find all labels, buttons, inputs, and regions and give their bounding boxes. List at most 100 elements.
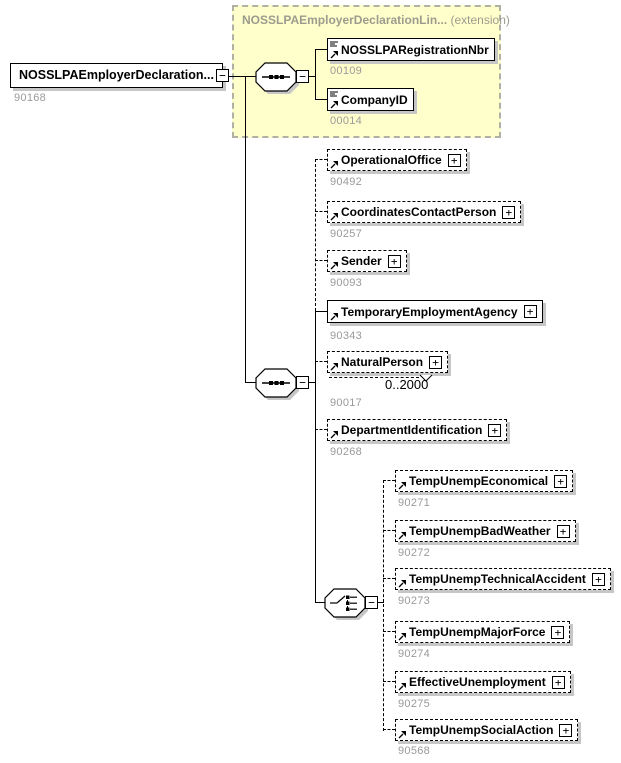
connector-line-dashed [383,530,395,531]
expand-icon[interactable]: + [556,524,570,538]
element-id: 90275 [398,698,431,710]
connector-line-dashed [383,631,395,632]
element-sender[interactable]: Sender + [327,250,407,272]
element-id: 90568 [398,745,431,757]
element-arrow-icon [330,430,339,439]
multiplicity-notch-icon [419,374,433,383]
element-label: TempUnempBadWeather [409,524,551,538]
expand-icon[interactable]: + [429,355,443,369]
element-label: CoordinatesContactPerson [341,205,497,219]
element-label: NOSSLPAEmployerDeclaration... [19,68,214,83]
connector-line-dashed [315,159,327,160]
element-id: 90168 [14,92,47,104]
element-naturalperson[interactable]: NaturalPerson + [327,351,449,373]
element-arrow-icon [330,50,339,59]
element-id: 90492 [330,176,363,188]
element-arrow-icon [398,531,407,540]
connector-line [212,76,256,77]
element-operationaloffice[interactable]: OperationalOffice + [327,149,467,171]
sequence-connector[interactable] [255,368,301,402]
connector-line [315,49,327,50]
element-arrow-icon [398,730,407,739]
choice-connector[interactable] [324,588,370,622]
connector-line-dashed [383,480,384,731]
expand-icon[interactable]: + [502,205,516,219]
expand-icon[interactable]: + [559,723,573,737]
expand-icon[interactable]: + [523,305,537,318]
occurrence-range: 0..2000 [385,377,429,392]
element-label: NOSSLPARegistrationNbr [341,42,489,57]
element-label: TempUnempSocialAction [409,723,554,737]
element-tempunempmajorforce[interactable]: TempUnempMajorForce + [395,621,571,643]
element-coordinatescontactperson[interactable]: CoordinatesContactPerson + [327,201,522,223]
element-arrow-icon [398,682,407,691]
collapse-icon[interactable]: − [296,70,309,83]
extension-title: NOSSLPAEmployerDeclarationLin... (extens… [242,13,510,27]
connector-line-dashed [315,361,327,362]
element-temporaryemploymentagency[interactable]: TemporaryEmploymentAgency + [327,300,543,323]
element-companyid[interactable]: CompanyID [327,88,414,111]
expand-icon[interactable]: + [447,153,461,167]
element-label: TempUnempTechnicalAccident [409,572,586,586]
connector-line [245,76,246,383]
element-id: 90271 [398,497,431,509]
element-arrow-icon [398,632,407,641]
expand-icon[interactable]: + [551,625,565,639]
sequence-connector[interactable] [255,62,301,96]
element-arrow-icon [330,312,339,321]
collapse-icon[interactable]: − [296,376,309,389]
element-label: TemporaryEmploymentAgency [341,304,518,319]
content-lines-icon [330,41,339,48]
element-arrow-icon [330,362,339,371]
element-label: OperationalOffice [341,153,442,167]
element-id: 00014 [330,115,363,127]
element-root[interactable]: NOSSLPAEmployerDeclaration... − [10,63,229,88]
collapse-icon[interactable]: − [365,596,378,609]
expand-icon[interactable]: + [488,423,502,437]
content-lines-icon [330,91,339,98]
element-id: 90257 [330,228,363,240]
element-label: NaturalPerson [341,355,424,369]
connector-line-dashed [378,602,384,603]
expand-icon[interactable]: + [551,675,565,689]
element-id: 90093 [330,277,363,289]
element-tempunempbadweather[interactable]: TempUnempBadWeather + [395,520,576,542]
element-label: CompanyID [341,92,408,107]
element-arrow-icon [398,579,407,588]
element-effectiveunemployment[interactable]: EffectiveUnemployment + [395,671,571,693]
connector-line [315,311,316,603]
element-id: 90017 [330,397,363,409]
element-nosslparegistrationnbr[interactable]: NOSSLPARegistrationNbr [327,38,495,61]
connector-line [315,311,327,312]
connector-line [315,49,316,100]
element-label: DepartmentIdentification [341,423,483,437]
connector-line [315,602,325,603]
connector-line [315,99,327,100]
element-id: 90273 [398,595,431,607]
expand-icon[interactable]: + [387,254,401,268]
expand-icon[interactable]: + [591,572,605,586]
element-label: TempUnempMajorForce [409,625,546,639]
element-arrow-icon [330,212,339,221]
element-tempunempeconomical[interactable]: TempUnempEconomical + [395,470,574,492]
element-id: 90274 [398,648,431,660]
extension-type-name: NOSSLPAEmployerDeclarationLin... [242,13,448,27]
element-id: 00109 [330,65,363,77]
element-tempunempsocialaction[interactable]: TempUnempSocialAction + [395,719,579,741]
connector-line-dashed [315,159,316,311]
element-id: 90268 [330,446,363,458]
expand-icon[interactable]: + [554,474,568,488]
collapse-icon[interactable]: − [215,69,229,82]
element-arrow-icon [330,261,339,270]
element-arrow-icon [398,481,407,490]
element-departmentidentification[interactable]: DepartmentIdentification + [327,419,508,441]
connector-line-dashed [383,480,395,481]
connector-line-dashed [383,578,395,579]
element-tempunemptechnicalaccident[interactable]: TempUnempTechnicalAccident + [395,568,611,590]
element-id: 90272 [398,547,431,559]
connector-line [309,382,316,383]
connector-line-dashed [383,729,395,730]
element-id: 90343 [330,330,363,342]
connector-line-dashed [315,429,327,430]
